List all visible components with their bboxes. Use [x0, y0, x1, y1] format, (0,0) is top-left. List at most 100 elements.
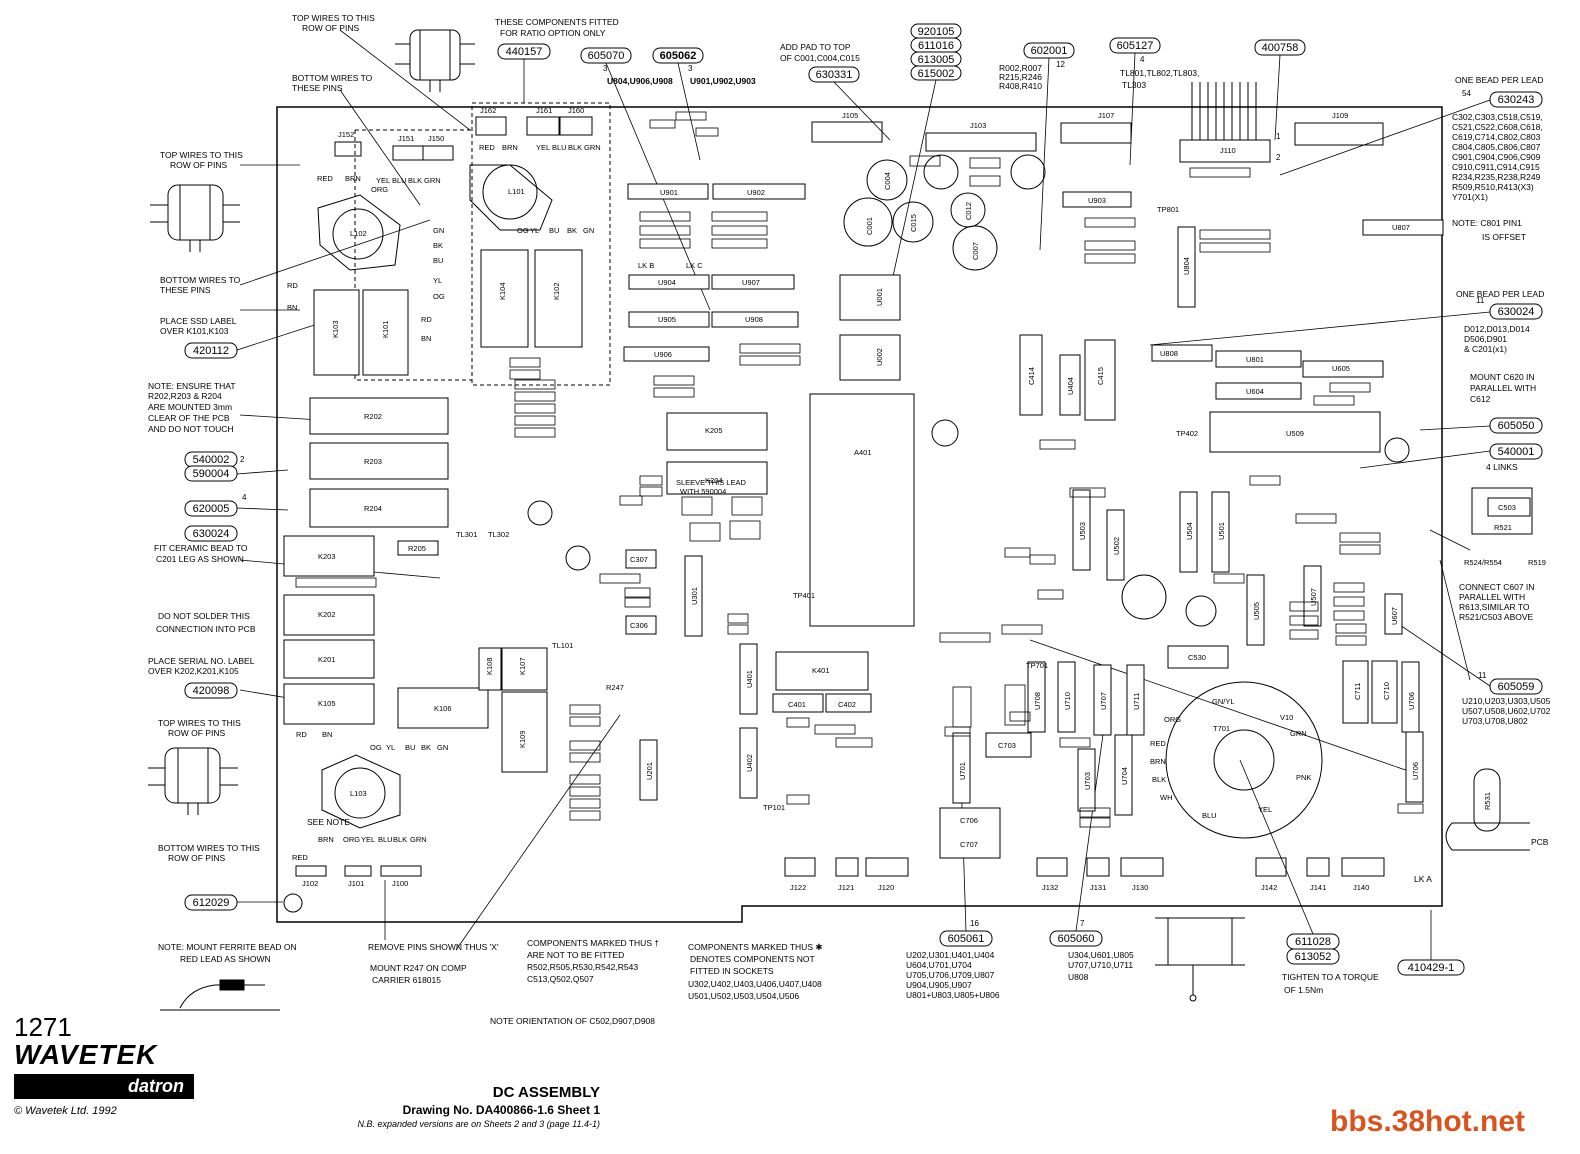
svg-text:OVER K101,K103: OVER K101,K103 — [160, 326, 229, 336]
svg-text:ROW OF PINS: ROW OF PINS — [302, 23, 359, 33]
svg-text:U401: U401 — [745, 670, 754, 688]
svg-text:R531: R531 — [1483, 792, 1492, 810]
svg-text:TP402: TP402 — [1176, 429, 1198, 438]
svg-text:4: 4 — [1140, 55, 1145, 64]
svg-text:K201: K201 — [318, 655, 336, 664]
svg-text:4 LINKS: 4 LINKS — [1486, 462, 1518, 472]
svg-text:C503: C503 — [1498, 503, 1516, 512]
svg-text:C007: C007 — [971, 242, 980, 260]
svg-text:BLK: BLK — [393, 835, 407, 844]
svg-text:OG: OG — [370, 743, 382, 752]
svg-text:630331: 630331 — [816, 69, 853, 81]
svg-text:K107: K107 — [518, 657, 527, 675]
svg-text:U804,U906,U908: U804,U906,U908 — [607, 76, 673, 86]
svg-text:COMPONENTS MARKED THUS ✱: COMPONENTS MARKED THUS ✱ — [688, 942, 822, 952]
svg-text:C901,C904,C906,C909: C901,C904,C906,C909 — [1452, 152, 1541, 162]
svg-text:U808: U808 — [1160, 349, 1178, 358]
svg-text:4: 4 — [242, 493, 247, 502]
svg-text:REMOVE PINS SHOWN THUS 'X': REMOVE PINS SHOWN THUS 'X' — [368, 942, 499, 952]
svg-text:1: 1 — [1276, 132, 1281, 141]
svg-text:620005: 620005 — [193, 503, 230, 515]
count-labels: 3 3 12 4 1 2 54 11 11 2 4 16 7 — [240, 55, 1487, 928]
svg-text:U808: U808 — [1068, 972, 1089, 982]
svg-text:3: 3 — [688, 64, 693, 73]
svg-text:U706: U706 — [1407, 692, 1416, 710]
svg-text:2: 2 — [240, 455, 245, 464]
svg-text:OF C001,C004,C015: OF C001,C004,C015 — [780, 53, 860, 63]
svg-text:TP701: TP701 — [1026, 661, 1048, 670]
svg-text:R202,R203 & R204: R202,R203 & R204 — [148, 391, 222, 401]
svg-text:BU: BU — [433, 256, 443, 265]
svg-text:U701: U701 — [958, 762, 967, 780]
svg-text:C415: C415 — [1096, 367, 1105, 385]
svg-text:U210,U203,U303,U505: U210,U203,U303,U505 — [1462, 696, 1551, 706]
svg-text:J120: J120 — [878, 883, 894, 892]
svg-text:U905: U905 — [658, 315, 676, 324]
svg-text:PLACE SERIAL NO. LABEL: PLACE SERIAL NO. LABEL — [148, 656, 255, 666]
svg-text:U201: U201 — [645, 762, 654, 780]
ref-611028: 611028 — [1286, 933, 1340, 950]
svg-text:J162: J162 — [480, 106, 496, 115]
drawing-number: Drawing No. DA400866-1.6 Sheet 1 — [402, 1103, 600, 1117]
svg-text:BLU: BLU — [392, 176, 407, 185]
svg-text:C307: C307 — [630, 555, 648, 564]
relays — [283, 249, 869, 773]
svg-text:R502,R505,R530,R542,R543: R502,R505,R530,R542,R543 — [527, 962, 638, 972]
svg-text:K204: K204 — [705, 476, 723, 485]
svg-text:RED: RED — [1150, 739, 1166, 748]
svg-text:605070: 605070 — [588, 50, 625, 62]
svg-text:J132: J132 — [1042, 883, 1058, 892]
svg-text:R204: R204 — [364, 504, 382, 513]
small-components — [295, 111, 1424, 828]
ref-613005: 613005 — [910, 51, 962, 67]
svg-text:R247: R247 — [606, 683, 624, 692]
svg-text:DO NOT SOLDER THIS: DO NOT SOLDER THIS — [158, 611, 250, 621]
ics — [623, 183, 1531, 859]
svg-text:16: 16 — [970, 919, 979, 928]
ferrite-bead — [160, 979, 280, 1011]
svg-text:& C201(x1): & C201(x1) — [1464, 344, 1507, 354]
svg-text:U302,U402,U403,U406,U407,U408: U302,U402,U403,U406,U407,U408 — [688, 979, 822, 989]
svg-text:U504: U504 — [1185, 522, 1194, 540]
svg-text:611016: 611016 — [918, 40, 954, 52]
svg-text:L101: L101 — [508, 187, 525, 196]
svg-text:612029: 612029 — [193, 897, 230, 909]
svg-text:U002: U002 — [875, 348, 884, 366]
svg-text:THESE PINS: THESE PINS — [160, 285, 211, 295]
svg-text:611028: 611028 — [1295, 936, 1331, 948]
svg-text:C414: C414 — [1027, 367, 1036, 385]
svg-text:R408,R410: R408,R410 — [999, 81, 1042, 91]
svg-text:R234,R235,R238,R249: R234,R235,R238,R249 — [1452, 172, 1541, 182]
ref-605061: 605061 — [939, 930, 993, 947]
svg-text:ORG: ORG — [343, 835, 360, 844]
svg-text:605061: 605061 — [948, 933, 985, 945]
svg-text:THESE PINS: THESE PINS — [292, 83, 343, 93]
svg-text:J105: J105 — [842, 111, 858, 120]
svg-text:BK: BK — [433, 241, 443, 250]
svg-text:C711: C711 — [1353, 683, 1362, 700]
svg-text:D012,D013,D014: D012,D013,D014 — [1464, 324, 1530, 334]
svg-text:U001: U001 — [875, 288, 884, 306]
svg-text:U904,U905,U907: U904,U905,U907 — [906, 980, 972, 990]
svg-text:U501: U501 — [1217, 522, 1226, 540]
svg-text:TP801: TP801 — [1157, 205, 1179, 214]
svg-text:U507,U508,U602,U702: U507,U508,U602,U702 — [1462, 706, 1551, 716]
svg-text:U804: U804 — [1182, 257, 1191, 275]
svg-text:V10: V10 — [1280, 713, 1293, 722]
svg-text:PARALLEL WITH: PARALLEL WITH — [1459, 592, 1525, 602]
ref-630331: 630331 — [808, 66, 860, 83]
svg-text:J141: J141 — [1310, 883, 1326, 892]
svg-text:U605: U605 — [1332, 364, 1350, 373]
svg-text:WITH 590004: WITH 590004 — [680, 487, 726, 496]
xfmr-left2 — [148, 747, 238, 815]
svg-text:C001: C001 — [865, 217, 874, 235]
svg-text:K101: K101 — [381, 320, 390, 338]
svg-text:K104: K104 — [498, 282, 507, 300]
svg-text:DENOTES COMPONENTS NOT: DENOTES COMPONENTS NOT — [690, 954, 815, 964]
svg-text:ARE NOT TO BE FITTED: ARE NOT TO BE FITTED — [527, 950, 624, 960]
